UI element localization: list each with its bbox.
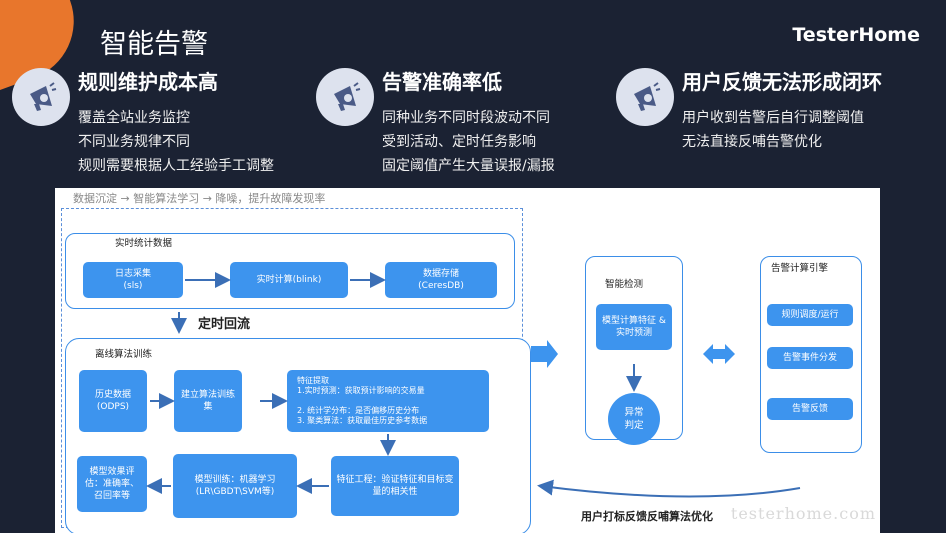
sync-label: 定时回流 <box>198 317 251 332</box>
model-eval-box: 模型效果评 估：准确率、 召回率等 <box>77 456 147 512</box>
issue-lines: 覆盖全站业务监控 不同业务规律不同 规则需要根据人工经验手工调整 <box>78 106 274 178</box>
watermark: testerhome.com <box>730 504 876 523</box>
connector-arrows <box>146 272 801 498</box>
issue-line: 固定阈值产生大量误报/漏报 <box>382 158 555 174</box>
architecture-diagram: 数据沉淀 → 智能算法学习 → 降噪，提升故障发现率 实时统计数据 日志采集 (… <box>55 188 880 533</box>
issue-heading: 告警准确率低 <box>382 70 502 94</box>
issue-heading: 规则维护成本高 <box>78 70 218 94</box>
model-training-box: 模型训练：机器学习 (LR\GBDT\SVM等) <box>173 454 297 518</box>
detection-label: 智能检测 <box>605 279 644 290</box>
history-data-box: 历史数据 (ODPS) <box>79 370 147 432</box>
slide-title: 智能告警 <box>100 29 208 60</box>
issue-heading: 用户反馈无法形成闭环 <box>682 70 882 94</box>
realtime-label: 实时统计数据 <box>115 238 173 249</box>
issue-lines: 同种业务不同时段波动不同 受到活动、定时任务影响 固定阈值产生大量误报/漏报 <box>382 106 555 178</box>
issue-line: 无法直接反哺告警优化 <box>682 134 822 150</box>
offline-label: 离线算法训练 <box>95 349 153 360</box>
flow-caption: 数据沉淀 → 智能算法学习 → 降噪，提升故障发现率 <box>73 192 326 205</box>
alert-feedback-box: 告警反馈 <box>767 398 853 420</box>
issue-lines: 用户收到告警后自行调整阈值 无法直接反哺告警优化 <box>682 106 864 154</box>
issue-line: 受到活动、定时任务影响 <box>382 134 536 150</box>
feature-engineering-box: 特征工程：验证特征和目标变 量的相关性 <box>331 456 459 516</box>
right-arrow <box>531 340 558 368</box>
brand-logo: TesterHome <box>792 24 920 46</box>
rule-schedule-box: 规则调度/运行 <box>767 304 853 326</box>
double-arrow <box>703 344 735 364</box>
realtime-compute-box: 实时计算(blink) <box>230 262 348 298</box>
model-compute-box: 模型计算特征 & 实时预测 <box>596 304 672 350</box>
anomaly-judge-circle: 异常 判定 <box>608 393 660 445</box>
feature-extraction-box: 特征提取 1.实时预测：获取预计影响的交易量 2. 统计学分布：是否偏移历史分布… <box>287 370 489 432</box>
megaphone-icon <box>12 68 70 126</box>
issue-line: 规则需要根据人工经验手工调整 <box>78 158 274 174</box>
feedback-loop-label: 用户打标反馈反哺算法优化 <box>581 510 713 523</box>
issue-line: 用户收到告警后自行调整阈值 <box>682 110 864 126</box>
megaphone-icon <box>316 68 374 126</box>
alert-engine-label: 告警计算引擎 <box>771 263 829 274</box>
data-storage-box: 数据存储 (CeresDB) <box>385 262 497 298</box>
log-collect-box: 日志采集 (sls) <box>83 262 183 298</box>
megaphone-icon <box>616 68 674 126</box>
issue-line: 覆盖全站业务监控 <box>78 110 190 126</box>
issue-line: 同种业务不同时段波动不同 <box>382 110 550 126</box>
issue-line: 不同业务规律不同 <box>78 134 190 150</box>
build-training-set-box: 建立算法训练 集 <box>174 370 242 432</box>
event-dispatch-box: 告警事件分发 <box>767 347 853 369</box>
